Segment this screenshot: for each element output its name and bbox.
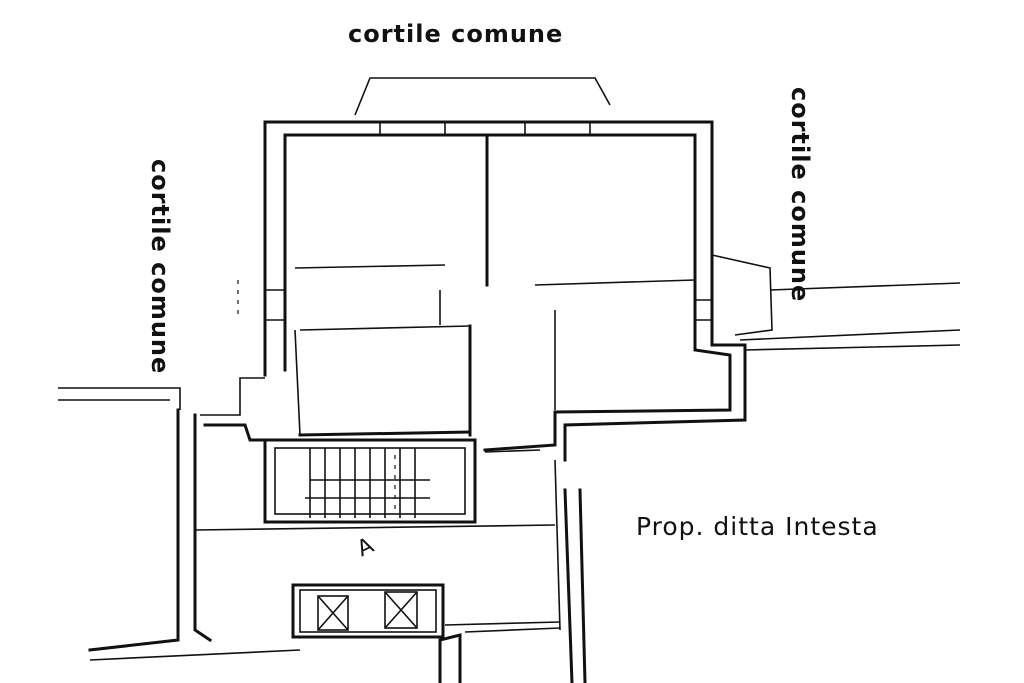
left-courtyard-label: cortile comune bbox=[146, 159, 174, 375]
common-area-walls bbox=[58, 280, 587, 683]
elevator-icon bbox=[317, 595, 349, 631]
apartment-walls bbox=[263, 120, 747, 462]
top-courtyard-label: cortile comune bbox=[348, 20, 564, 48]
right-courtyard-label: cortile comune bbox=[786, 87, 814, 303]
neighbor-property-label: Prop. ditta Intesta bbox=[636, 512, 879, 541]
courtyard-bracket-top bbox=[354, 77, 611, 116]
right-courtyard-wall bbox=[711, 254, 773, 336]
stair-treads bbox=[305, 448, 430, 518]
elevator-icon bbox=[384, 591, 418, 629]
